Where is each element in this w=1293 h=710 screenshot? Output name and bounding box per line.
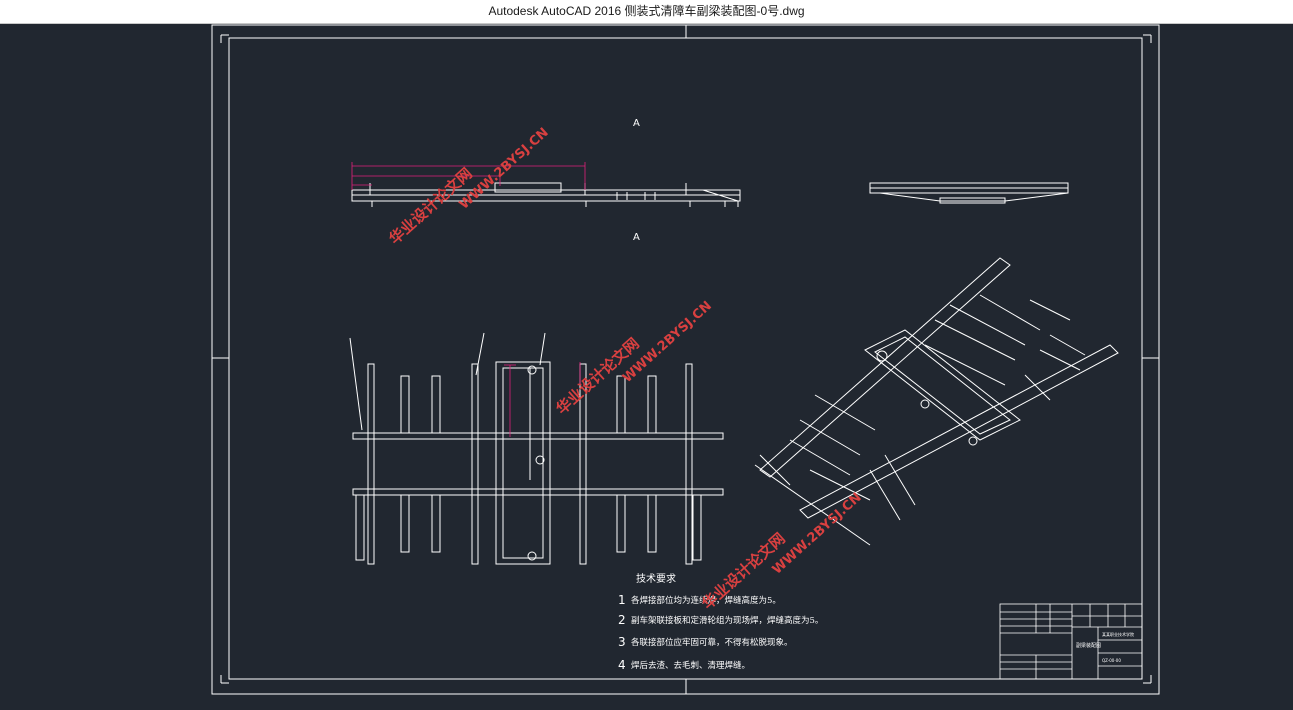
drawing-svg[interactable]: A A xyxy=(0,24,1293,710)
title-block-name: 副梁装配图 xyxy=(1076,642,1101,649)
plan-view-dimensions xyxy=(504,362,581,437)
notes-title: 技术要求 xyxy=(636,572,676,585)
title-bar: Autodesk AutoCAD 2016 侧装式清障车副梁装配图-0号.dwg xyxy=(0,0,1293,24)
drawing-canvas[interactable]: A A xyxy=(0,24,1293,710)
sheet-border xyxy=(211,24,1160,695)
title-block-school: 某某职业技术学院 xyxy=(1102,631,1134,637)
note-3-text: 各联接部位应牢固可靠，不得有松脱现象。 xyxy=(631,637,793,648)
side-view[interactable] xyxy=(351,182,741,207)
note-4-text: 焊后去渣、去毛刺、清理焊缝。 xyxy=(631,660,750,671)
note-4-num: 4 xyxy=(618,658,626,672)
side-view-dimensions xyxy=(351,162,586,190)
section-label-a-bottom: A xyxy=(633,232,640,243)
isometric-view[interactable] xyxy=(754,257,1119,546)
watermark-1: 华业设计论文网 WWW.2BYSJ.CN xyxy=(386,125,552,248)
technical-notes: 技术要求 1 各焊接部位均为连续焊，焊缝高度为5。 2 副车架联接板和定滑轮组为… xyxy=(618,572,823,672)
plan-view[interactable] xyxy=(349,332,724,565)
svg-text:WWW.2BYSJ.CN: WWW.2BYSJ.CN xyxy=(770,490,865,578)
window-title: Autodesk AutoCAD 2016 侧装式清障车副梁装配图-0号.dwg xyxy=(488,4,805,18)
end-view[interactable] xyxy=(869,182,1069,204)
title-block-drawing-no: QZ-00-00 xyxy=(1102,658,1121,663)
title-block[interactable] xyxy=(999,603,1143,680)
section-label-a-top: A xyxy=(633,118,640,129)
watermark-2: 华业设计论文网 WWW.2BYSJ.CN xyxy=(553,298,715,417)
note-2-text: 副车架联接板和定滑轮组为现场焊，焊缝高度为5。 xyxy=(631,615,823,626)
svg-text:WWW.2BYSJ.CN: WWW.2BYSJ.CN xyxy=(457,125,552,213)
note-1-text: 各焊接部位均为连续焊，焊缝高度为5。 xyxy=(631,595,781,606)
note-3-num: 3 xyxy=(618,635,626,649)
note-2-num: 2 xyxy=(618,613,626,627)
note-1-num: 1 xyxy=(618,593,626,607)
